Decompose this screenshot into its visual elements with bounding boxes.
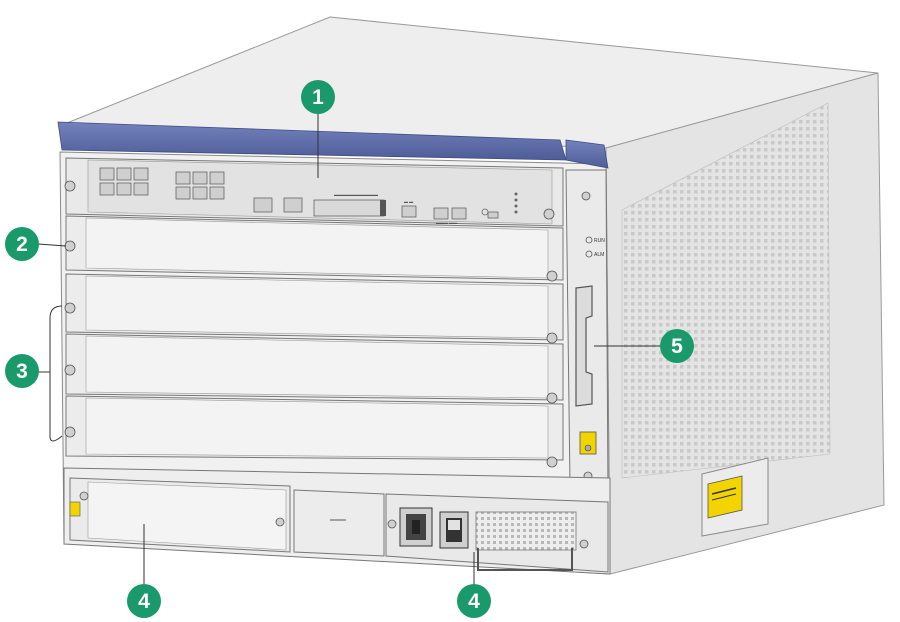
warning-label-icon xyxy=(69,501,81,517)
psu-cover xyxy=(293,489,385,557)
fan-vent-icon xyxy=(621,102,831,479)
mpu-ports xyxy=(99,167,499,220)
leader-lines xyxy=(37,112,660,586)
top-band-right xyxy=(565,139,609,169)
screw xyxy=(64,180,76,192)
callout-4a: 4 xyxy=(127,584,161,618)
callout-3-label: 3 xyxy=(16,360,28,383)
interface-slot-3 xyxy=(64,333,564,404)
interface-slot-2 xyxy=(64,273,564,344)
svg-text:▬▬▬▬▬▬▬▬▬▬▬: ▬▬▬▬▬▬▬▬▬▬▬ xyxy=(334,192,378,197)
interface-slot-4 xyxy=(64,395,564,468)
callout-4b-label: 4 xyxy=(468,590,480,613)
fan-tray-leds: RUN ALM xyxy=(585,236,605,258)
callout-2: 2 xyxy=(5,227,39,261)
callout-1: 1 xyxy=(301,80,335,114)
callout-5-label: 5 xyxy=(671,335,683,358)
svg-text:▬▬▬ ▬▬: ▬▬▬ ▬▬ xyxy=(436,220,457,225)
screw xyxy=(543,208,555,220)
callout-3: 3 xyxy=(5,354,39,388)
callout-4b: 4 xyxy=(457,584,491,618)
fan-run-label: RUN xyxy=(594,238,605,244)
mpu-status-leds xyxy=(481,192,518,216)
psu-handle[interactable] xyxy=(477,548,573,571)
svg-text:▬ ▬: ▬ ▬ xyxy=(404,199,413,204)
interface-slot-1 xyxy=(64,215,564,282)
callout-2-label: 2 xyxy=(16,233,28,256)
callout-1-label: 1 xyxy=(312,86,324,109)
callout-5: 5 xyxy=(660,329,694,363)
fan-tray-handle[interactable] xyxy=(575,285,593,407)
ground-screw-icon xyxy=(579,431,597,455)
psu-vent xyxy=(475,511,577,551)
callout-4a-label: 4 xyxy=(138,590,150,613)
fan-alm-label: ALM xyxy=(594,252,604,258)
